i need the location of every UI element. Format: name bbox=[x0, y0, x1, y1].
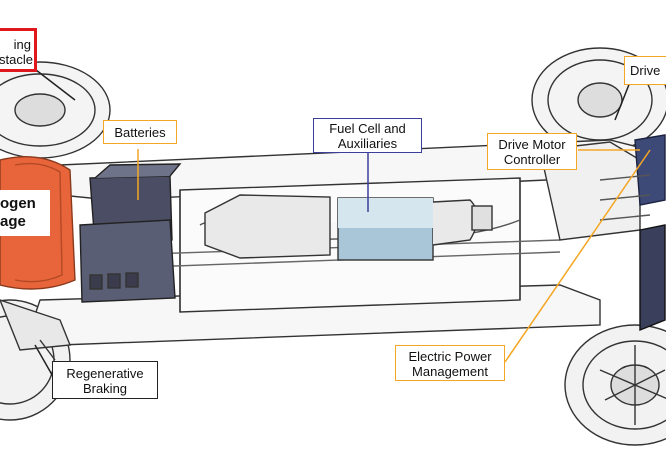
electric-power-line-2: Management bbox=[412, 364, 488, 379]
regenerative-braking-callout: Regenerative Braking bbox=[52, 361, 158, 399]
drive-label: Drive bbox=[630, 63, 661, 78]
electric-power-leader bbox=[504, 149, 651, 363]
receptacle-leader bbox=[35, 69, 76, 101]
storage-line-1: ogen bbox=[0, 195, 36, 212]
drive-motor-controller-callout: Drive Motor Controller bbox=[487, 133, 577, 170]
front-left-wheel bbox=[564, 324, 666, 446]
regen-leader bbox=[34, 344, 56, 381]
drive-callout: Drive bbox=[624, 56, 666, 85]
battery-pack bbox=[79, 163, 182, 303]
fuel-cell-line-1: Fuel Cell and bbox=[329, 121, 406, 136]
rear-left-wheel bbox=[0, 61, 111, 159]
regen-line-1: Regenerative bbox=[66, 366, 144, 381]
drive-leader bbox=[614, 81, 631, 121]
electric-power-line-1: Electric Power bbox=[408, 349, 492, 364]
regenerative-brake-assembly bbox=[0, 299, 71, 361]
fuel-cell-line-2: Auxiliaries bbox=[337, 136, 398, 151]
batteries-callout: Batteries bbox=[103, 120, 177, 144]
refueling-receptacle-callout: ing stacle bbox=[0, 28, 37, 72]
receptacle-line-2: stacle bbox=[0, 52, 33, 67]
drive-motor-line-2: Controller bbox=[503, 152, 561, 167]
fuel-cell-callout: Fuel Cell and Auxiliaries bbox=[313, 118, 422, 153]
fuel-cell-stack bbox=[204, 194, 493, 261]
hydrogen-storage-callout: ogen age bbox=[0, 190, 50, 236]
receptacle-line-1: ing bbox=[13, 37, 31, 52]
drive-motor-line-1: Drive Motor bbox=[498, 137, 566, 152]
regen-line-2: Braking bbox=[82, 381, 128, 396]
batteries-label: Batteries bbox=[114, 125, 166, 140]
electric-power-callout: Electric Power Management bbox=[395, 345, 505, 381]
storage-line-2: age bbox=[0, 213, 26, 230]
